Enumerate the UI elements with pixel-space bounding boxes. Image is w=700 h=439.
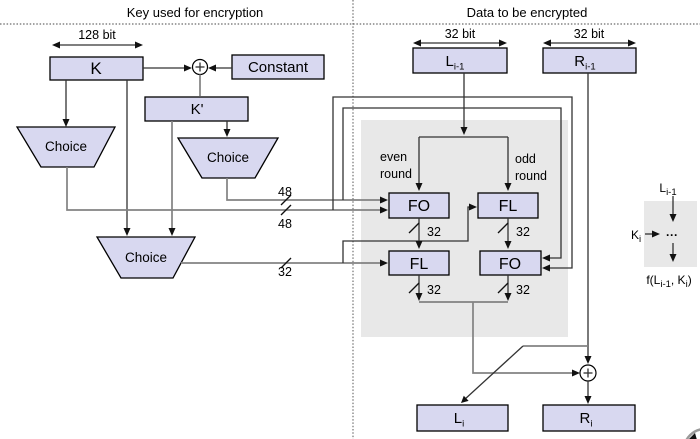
bus-slash xyxy=(497,282,509,294)
arrowhead xyxy=(504,293,512,301)
mini-l-prev-label: Li-1 xyxy=(659,181,676,198)
arrowhead xyxy=(52,41,60,49)
constant-box-label: Constant xyxy=(248,59,309,76)
choice1-out-48-bus xyxy=(66,167,381,211)
fl-odd-label: FL xyxy=(499,198,518,215)
even-round-label-line1: even xyxy=(380,150,407,164)
constant-box xyxy=(231,54,325,80)
l-next-label: Li xyxy=(454,410,464,430)
arrowhead xyxy=(543,39,551,47)
bus-slash xyxy=(280,204,292,216)
arrowhead xyxy=(584,396,592,404)
arrowhead xyxy=(584,356,592,364)
choice1-label: Choice xyxy=(45,139,87,154)
fo-odd-label: FO xyxy=(499,256,521,273)
bus-48-label: 48 xyxy=(278,185,292,199)
round-function-mini: Li-1 Ki ··· f(Li-1, Ki) xyxy=(631,181,692,290)
bit-width-32-label: 32 bit xyxy=(574,27,605,41)
round-output-to-xor-line xyxy=(472,302,575,374)
arrowhead xyxy=(469,203,477,211)
arrowhead xyxy=(413,39,421,47)
arrowhead xyxy=(504,183,512,191)
l-prev-label: Li-1 xyxy=(446,53,465,73)
r-prev-box xyxy=(542,47,637,74)
arrowhead xyxy=(415,241,423,249)
bus-32-label: 32 xyxy=(516,283,530,297)
arrowhead xyxy=(628,39,636,47)
l-next-box xyxy=(416,404,509,432)
arrowhead xyxy=(669,214,677,222)
fl-even-label: FL xyxy=(410,256,429,273)
arrowhead xyxy=(380,259,388,267)
bus-32-label: 32 xyxy=(427,225,441,239)
arrowhead xyxy=(461,395,469,403)
data-section-title: Data to be encrypted xyxy=(467,5,588,20)
bus-slash xyxy=(408,282,420,294)
mini-dots: ··· xyxy=(666,228,678,242)
arrowhead xyxy=(669,254,677,262)
key-section-title: Key used for encryption xyxy=(127,5,264,20)
even-round-label-line2: round xyxy=(380,167,412,181)
r-prev-label: Ri-1 xyxy=(574,53,595,73)
arrowhead xyxy=(168,228,176,236)
choice3-trapezoid xyxy=(95,236,197,279)
fo-odd-box xyxy=(479,250,542,276)
arrowhead xyxy=(504,241,512,249)
choice2-out-48-bus xyxy=(226,178,381,201)
arrowhead xyxy=(184,64,192,72)
fo-even-label: FO xyxy=(408,198,430,215)
k-box-label: K xyxy=(90,59,102,78)
bit-width-128-label: 128 bit xyxy=(78,28,116,42)
arrowhead xyxy=(223,129,231,137)
arrowhead xyxy=(135,41,143,49)
round-function-shaded-area xyxy=(361,120,568,337)
choice2-label: Choice xyxy=(207,150,249,165)
corner-arc-mark xyxy=(689,433,697,439)
arrowhead xyxy=(460,127,468,135)
bus-slash xyxy=(408,222,420,234)
bus-32-label: 32 xyxy=(516,225,530,239)
bus-slash xyxy=(497,222,509,234)
r-next-label: Ri xyxy=(580,410,593,430)
crossover-diagonal-line xyxy=(463,345,524,401)
choice1-trapezoid xyxy=(15,126,117,168)
bus-32-label: 32 xyxy=(278,265,292,279)
fo-even-box xyxy=(388,192,450,219)
arrowhead xyxy=(123,228,131,236)
bus-slash xyxy=(280,194,292,206)
l-prev-box xyxy=(412,47,508,74)
odd-round-label-line2: round xyxy=(515,169,547,183)
key-section: 128 bit K Constant K' Choice Choi xyxy=(15,28,388,279)
bus48-route-inner xyxy=(342,107,562,259)
choice2-trapezoid xyxy=(176,137,280,179)
arrowhead xyxy=(415,183,423,191)
bus-slash xyxy=(280,257,292,269)
choice3-label: Choice xyxy=(125,250,167,265)
arrowhead xyxy=(572,369,580,377)
data-section: 32 bit 32 bit Li-1 Ri-1 even round odd r… xyxy=(332,27,637,432)
arrowhead xyxy=(208,64,216,72)
arrowhead xyxy=(415,293,423,301)
arrowhead xyxy=(542,254,550,262)
odd-round-label-line1: odd xyxy=(515,152,536,166)
arrowhead xyxy=(499,39,507,47)
mini-k-label: Ki xyxy=(631,228,641,245)
bus48-route-outer xyxy=(332,96,573,269)
bit-width-32-label: 32 bit xyxy=(445,27,476,41)
k-prime-box-label: K' xyxy=(191,101,204,118)
bus-48-label: 48 xyxy=(278,217,292,231)
bus-32-label: 32 xyxy=(427,283,441,297)
mini-f-output-label: f(Li-1, Ki) xyxy=(646,273,691,290)
arrowhead xyxy=(542,264,550,272)
arrowhead xyxy=(62,119,70,127)
arrowhead xyxy=(652,230,660,238)
k-prime-box xyxy=(144,96,249,122)
arrowhead xyxy=(380,196,388,204)
arrowhead xyxy=(380,206,388,214)
r-next-box xyxy=(542,404,636,432)
